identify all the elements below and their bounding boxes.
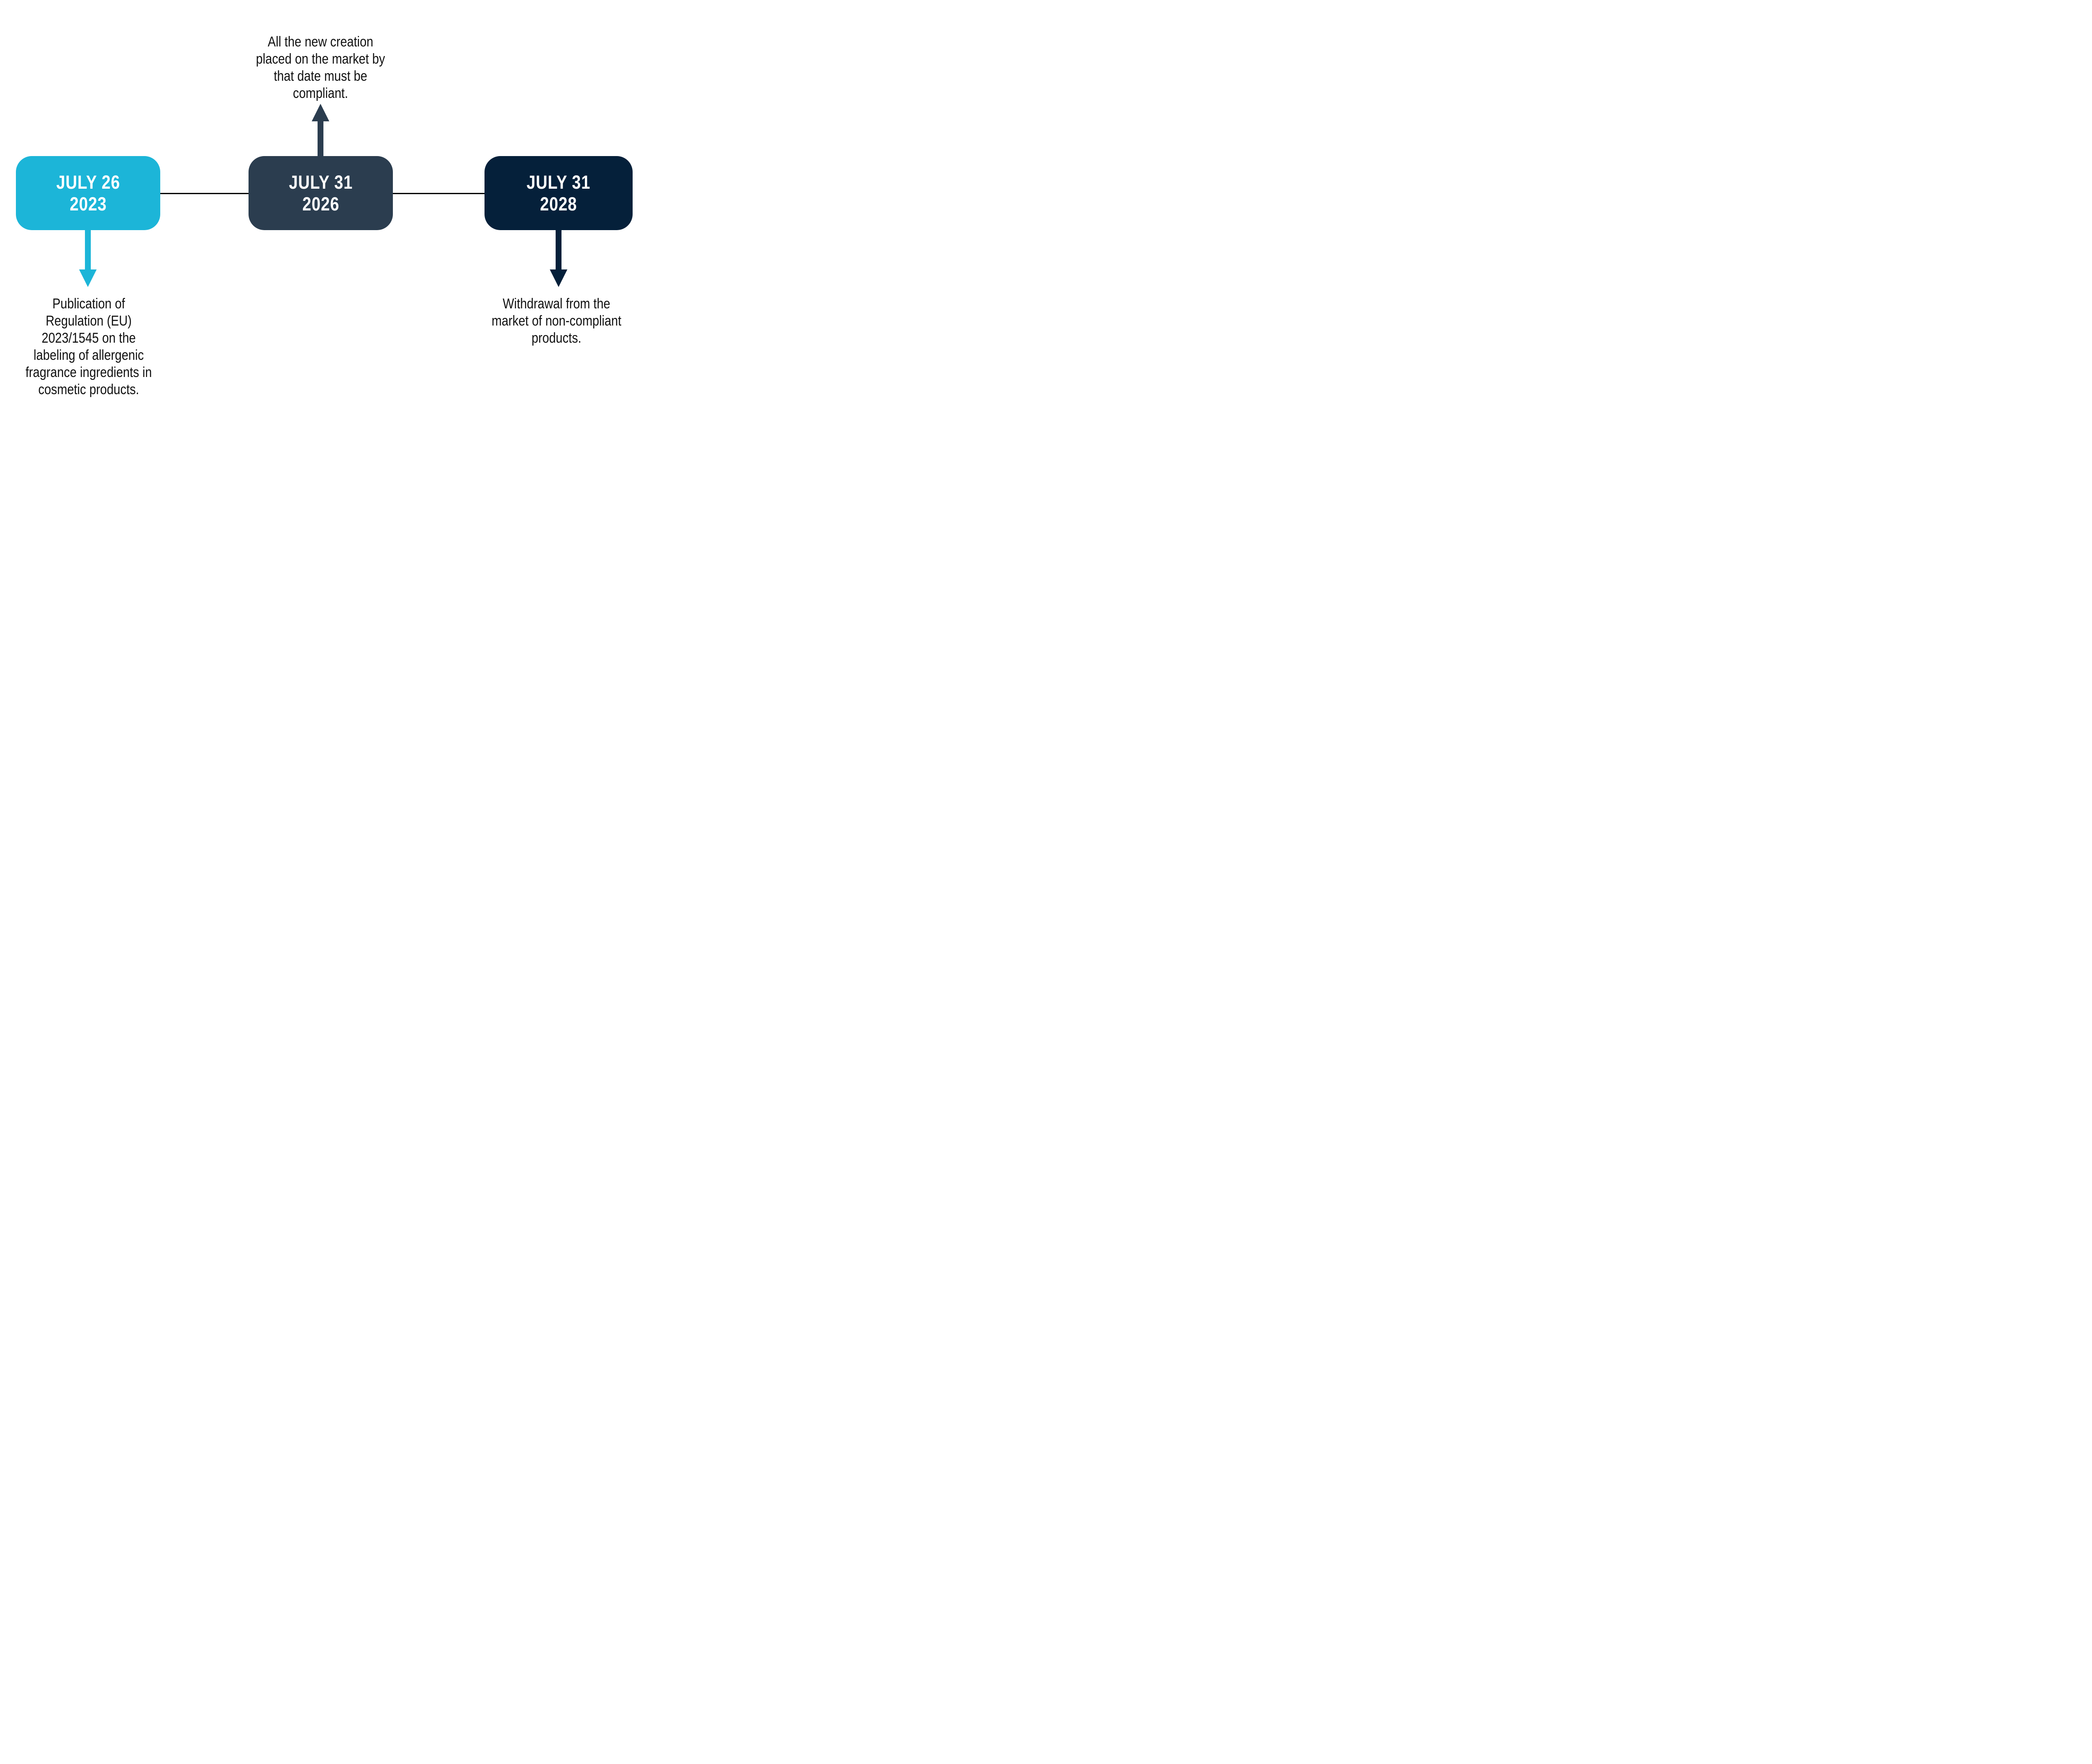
milestone-description-2028: Withdrawal from the market of non-compli… — [491, 296, 622, 346]
regulation-timeline-infographic: JULY 26 2023 Publication of Regulation (… — [0, 0, 647, 418]
milestone-date-2028: JULY 31 2028 — [527, 172, 591, 215]
date-line-2: 2028 — [540, 193, 577, 215]
milestone-date-2023: JULY 26 2023 — [56, 172, 120, 215]
down-arrow-icon-2023 — [79, 269, 97, 287]
date-line-1: JULY 26 — [56, 171, 120, 193]
down-arrow-icon-shaft-2023 — [85, 229, 91, 270]
milestone-box-2028: JULY 31 2028 — [485, 156, 633, 230]
milestone-box-2023: JULY 26 2023 — [16, 156, 160, 230]
milestone-date-2026: JULY 31 2026 — [289, 172, 353, 215]
up-arrow-icon-2026 — [312, 104, 329, 121]
date-line-1: JULY 31 — [526, 171, 591, 193]
down-arrow-icon-shaft-2028 — [556, 229, 561, 270]
date-line-2: 2026 — [302, 193, 339, 215]
down-arrow-icon-2028 — [550, 269, 567, 287]
milestone-description-2023: Publication of Regulation (EU) 2023/1545… — [25, 296, 152, 397]
milestone-box-2026: JULY 31 2026 — [249, 156, 393, 230]
date-line-1: JULY 31 — [289, 171, 353, 193]
date-line-2: 2023 — [69, 193, 107, 215]
up-arrow-icon-shaft-2026 — [318, 121, 323, 157]
milestone-description-2026: All the new creation placed on the marke… — [256, 34, 385, 101]
